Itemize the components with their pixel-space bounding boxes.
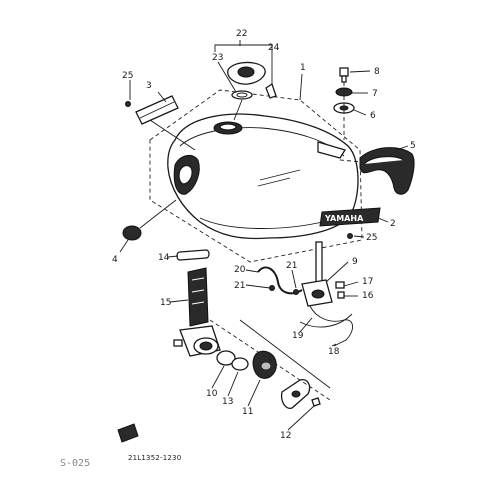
fuel-hose bbox=[257, 266, 303, 295]
fuel-cock-lower bbox=[173, 325, 221, 357]
callout: 4 bbox=[112, 255, 118, 265]
assembly-boundary bbox=[149, 89, 363, 263]
fuel-cap bbox=[227, 61, 277, 121]
callout: 8 bbox=[374, 67, 380, 77]
callout: 17 bbox=[362, 277, 373, 287]
callout: 18 bbox=[328, 347, 340, 357]
diagram-code: 21L1352-1230 bbox=[128, 454, 181, 462]
mount-bolt-stack bbox=[333, 67, 355, 140]
callouts: 22 24 23 1 25 3 8 7 6 5 4 2 25 14 20 21 … bbox=[112, 29, 416, 441]
leader-lines bbox=[119, 52, 409, 431]
corner-stamp: S-025 bbox=[60, 458, 90, 469]
callout: 20 bbox=[234, 265, 246, 275]
callout: 16 bbox=[362, 291, 374, 301]
gasket-strip bbox=[176, 249, 210, 261]
bracket-22 bbox=[214, 44, 273, 52]
callout: 22 bbox=[236, 29, 247, 39]
callout: 10 bbox=[206, 389, 218, 399]
fuel-strainer bbox=[187, 267, 209, 327]
callout: 21 bbox=[234, 281, 245, 291]
fuel-cock-upper bbox=[299, 241, 353, 347]
yamaha-badge: YAMAHA bbox=[319, 207, 381, 239]
callout: 11 bbox=[242, 407, 253, 417]
callout: 12 bbox=[280, 431, 291, 441]
callout: 2 bbox=[390, 219, 396, 229]
callout: 5 bbox=[410, 141, 416, 151]
callout: 1 bbox=[300, 63, 306, 73]
emblem-plate bbox=[125, 95, 196, 151]
callout: 25 bbox=[366, 233, 377, 243]
callout: 24 bbox=[268, 43, 280, 53]
direction-indicator bbox=[117, 423, 139, 443]
callout: 19 bbox=[292, 331, 304, 341]
callout: 14 bbox=[158, 253, 170, 263]
fuel-tank bbox=[167, 113, 359, 240]
fuel-cock-parts bbox=[216, 350, 321, 409]
side-cushion bbox=[122, 199, 177, 241]
callout: 7 bbox=[372, 89, 378, 99]
callout: 3 bbox=[146, 81, 152, 91]
rear-bracket bbox=[339, 147, 415, 195]
callout: 13 bbox=[222, 397, 233, 407]
callout: 9 bbox=[352, 257, 358, 267]
callout: 15 bbox=[160, 298, 171, 308]
yamaha-badge-text: YAMAHA bbox=[324, 214, 364, 223]
callout: 21 bbox=[286, 261, 297, 271]
callout: 6 bbox=[370, 111, 376, 121]
callout: 23 bbox=[212, 53, 223, 63]
callout: 25 bbox=[122, 71, 133, 81]
